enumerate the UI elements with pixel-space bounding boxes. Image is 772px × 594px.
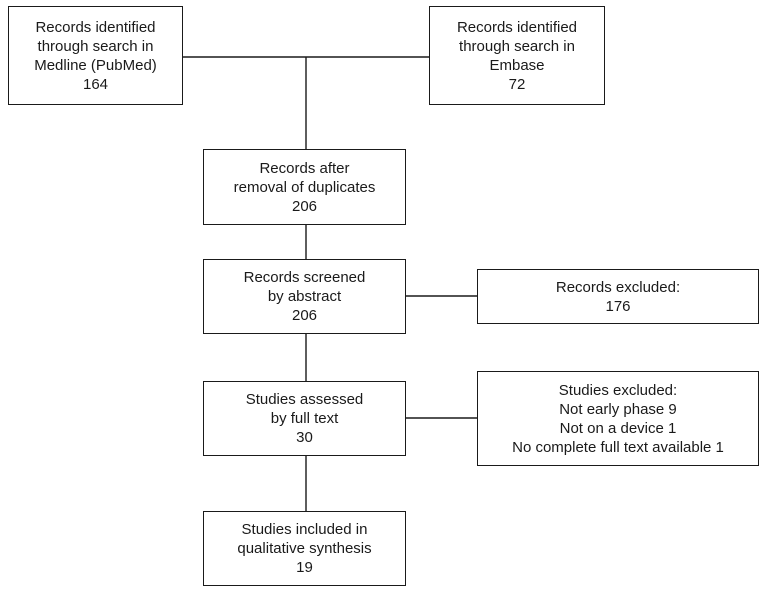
box-fulltext-count: 30 xyxy=(296,429,313,446)
box-studies-excluded: Studies excluded: Not early phase 9 Not … xyxy=(477,371,759,466)
box-excluded-abstract-count: 176 xyxy=(605,297,631,315)
box-excluded-fulltext-line-3: Not on a device 1 xyxy=(559,419,677,437)
box-abstract-line-2: by abstract xyxy=(267,288,342,305)
box-excluded-abstract-line-1: Records excluded: xyxy=(555,278,681,296)
box-medline-line-3: Medline (PubMed) xyxy=(34,56,157,74)
box-fulltext-line-1: Studies assessed xyxy=(245,391,364,408)
box-embase-line-1: Records identified xyxy=(456,18,578,36)
box-included-line-1: Studies included in xyxy=(241,521,368,538)
box-excluded-fulltext-line-2: Not early phase 9 xyxy=(559,400,677,418)
box-dedup-line-2: removal of duplicates xyxy=(233,178,376,196)
box-embase-count: 72 xyxy=(508,75,526,93)
box-studies-included: Studies included in qualitative synthesi… xyxy=(203,511,406,586)
box-embase-records: Records identified through search in Emb… xyxy=(429,6,605,105)
box-included-line-2: qualitative synthesis xyxy=(237,540,372,557)
box-medline-count: 164 xyxy=(82,75,109,93)
box-medline-line-1: Records identified xyxy=(35,18,156,36)
box-included-count: 19 xyxy=(296,559,313,576)
box-excluded-fulltext-line-4: No complete full text available 1 xyxy=(512,438,724,456)
box-dedup-count: 206 xyxy=(291,197,318,215)
box-dedup-line-1: Records after xyxy=(259,159,350,177)
box-records-excluded: Records excluded: 176 xyxy=(477,269,759,324)
box-fulltext-line-2: by full text xyxy=(270,410,339,427)
box-screened-abstract: Records screened by abstract 206 xyxy=(203,259,406,334)
box-embase-line-3: Embase xyxy=(489,56,545,74)
box-medline-line-2: through search in xyxy=(37,37,154,55)
box-assessed-fulltext: Studies assessed by full text 30 xyxy=(203,381,406,456)
box-abstract-line-1: Records screened xyxy=(243,269,366,286)
box-after-duplicates: Records after removal of duplicates 206 xyxy=(203,149,406,225)
box-embase-line-2: through search in xyxy=(459,37,575,55)
box-medline-records: Records identified through search in Med… xyxy=(8,6,183,105)
box-abstract-count: 206 xyxy=(291,307,318,324)
box-excluded-fulltext-line-1: Studies excluded: xyxy=(558,381,678,399)
